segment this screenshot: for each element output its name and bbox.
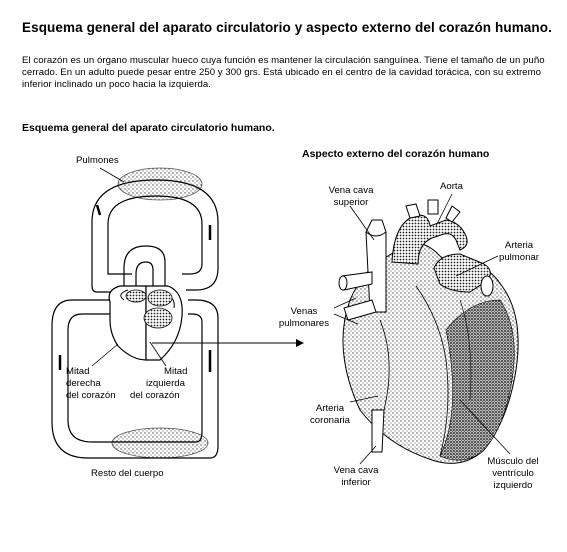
ventricle-muscle-label-1: Músculo del xyxy=(487,456,539,467)
lungs-label: Pulmones xyxy=(76,155,119,166)
circulatory-scheme-heading: Esquema general del aparato circulatorio… xyxy=(22,122,275,134)
left-half-label-1: Mitad xyxy=(164,366,188,377)
pulmonary-veins-label-2: pulmonares xyxy=(278,318,330,329)
document-title: Esquema general del aparato circulatorio… xyxy=(22,20,552,35)
pulmonary-veins-label-1: Venas xyxy=(290,306,318,317)
intro-paragraph: El corazón es un órgano muscular hueco c… xyxy=(22,55,545,90)
ventricle-muscle-label-2: ventrículo xyxy=(492,468,534,479)
pulmonary-artery-label-2: pulmonar xyxy=(499,252,539,263)
ventricle-muscle-label-3: izquierdo xyxy=(493,480,533,491)
aorta-label: Aorta xyxy=(440,181,463,192)
left-half-label-2: izquierda xyxy=(146,378,185,389)
heart-illustration xyxy=(333,193,519,465)
inferior-vena-cava-label-2: inferior xyxy=(341,477,371,488)
lungs-shape xyxy=(117,167,203,201)
body-capillaries-shape xyxy=(111,427,209,459)
coronary-artery-label-1: Arteria xyxy=(315,403,345,414)
superior-vena-cava-label-2: superior xyxy=(333,197,369,208)
circulatory-scheme xyxy=(51,167,304,459)
left-half-label-3: del corazón xyxy=(130,390,180,401)
pulmonary-artery-label-1: Arteria xyxy=(504,240,534,251)
inferior-vena-cava-label-1: Vena cava xyxy=(333,465,379,476)
heart-exterior-heading: Aspecto externo del corazón humano xyxy=(302,148,490,160)
coronary-artery-label-2: coronaria xyxy=(310,415,350,426)
superior-vena-cava-label-1: Vena cava xyxy=(328,185,374,196)
right-half-label-1: Mitad xyxy=(66,366,90,377)
right-half-label-2: derecha xyxy=(66,378,101,389)
rest-of-body-label: Resto del cuerpo xyxy=(91,468,164,479)
right-half-label-3: del corazón xyxy=(66,390,116,401)
